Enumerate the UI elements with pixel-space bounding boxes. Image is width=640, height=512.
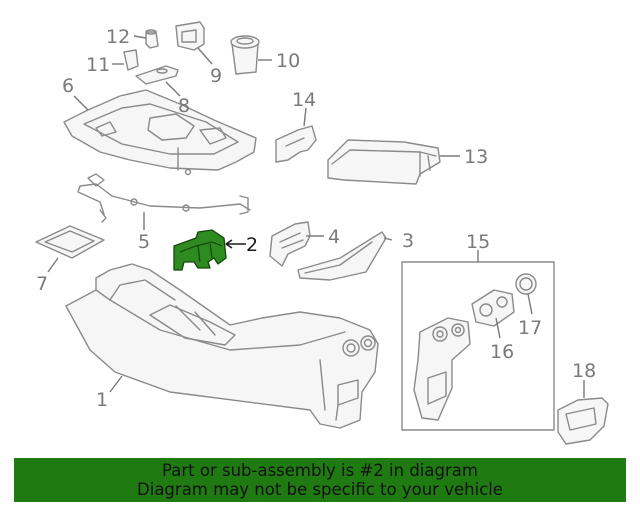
callout-13: 13 [464, 146, 488, 168]
part-3-trim-panel [297, 231, 387, 281]
part-9-clip [175, 21, 205, 51]
leader-1 [109, 375, 123, 393]
part-12-insert [145, 29, 159, 49]
callout-17: 17 [518, 317, 542, 339]
callout-9: 9 [210, 65, 222, 87]
part-11-insert [123, 49, 139, 71]
callout-12: 12 [106, 26, 130, 48]
leader-7 [47, 257, 59, 273]
part-18-trim [557, 397, 609, 445]
part-13-armrest-lid [327, 139, 441, 185]
part-16-vent [471, 289, 515, 327]
callout-2: 2 [246, 234, 258, 256]
leader-12 [133, 35, 147, 39]
leader-6 [73, 95, 89, 111]
callout-5: 5 [138, 231, 150, 253]
part-15-rear-panel [413, 317, 471, 421]
part-4-bracket [269, 221, 311, 267]
part-2-bracket-highlighted [173, 229, 227, 271]
callout-14: 14 [292, 89, 316, 111]
part-14-bracket [275, 125, 317, 163]
callout-10: 10 [276, 50, 300, 72]
part-17-ring [515, 273, 537, 295]
notice-banner: Part or sub-assembly is #2 in diagram Di… [14, 458, 626, 502]
notice-line-2: Diagram may not be specific to your vehi… [137, 480, 503, 499]
callout-4: 4 [328, 226, 340, 248]
callout-18: 18 [572, 360, 596, 382]
callout-3: 3 [402, 230, 414, 252]
callout-1: 1 [96, 389, 108, 411]
callout-16: 16 [490, 341, 514, 363]
leader-2-arrow [225, 239, 233, 249]
leader-17 [527, 293, 533, 315]
callout-6: 6 [62, 75, 74, 97]
part-7-mat [35, 225, 105, 259]
leader-3 [383, 237, 393, 241]
part-10-cup [230, 35, 260, 75]
leader-14 [303, 107, 307, 127]
callout-7: 7 [36, 273, 48, 295]
part-8-cover [135, 65, 179, 85]
callout-11: 11 [86, 54, 110, 76]
leader-9 [197, 47, 213, 65]
part-5-wire-harness [77, 173, 251, 223]
callout-15: 15 [466, 231, 490, 253]
callout-8: 8 [178, 95, 190, 117]
leader-16 [495, 317, 501, 339]
part-6-upper-trim [63, 89, 257, 176]
leader-8 [165, 81, 181, 97]
notice-line-1: Part or sub-assembly is #2 in diagram [162, 461, 478, 480]
part-1-console-body [65, 263, 379, 429]
